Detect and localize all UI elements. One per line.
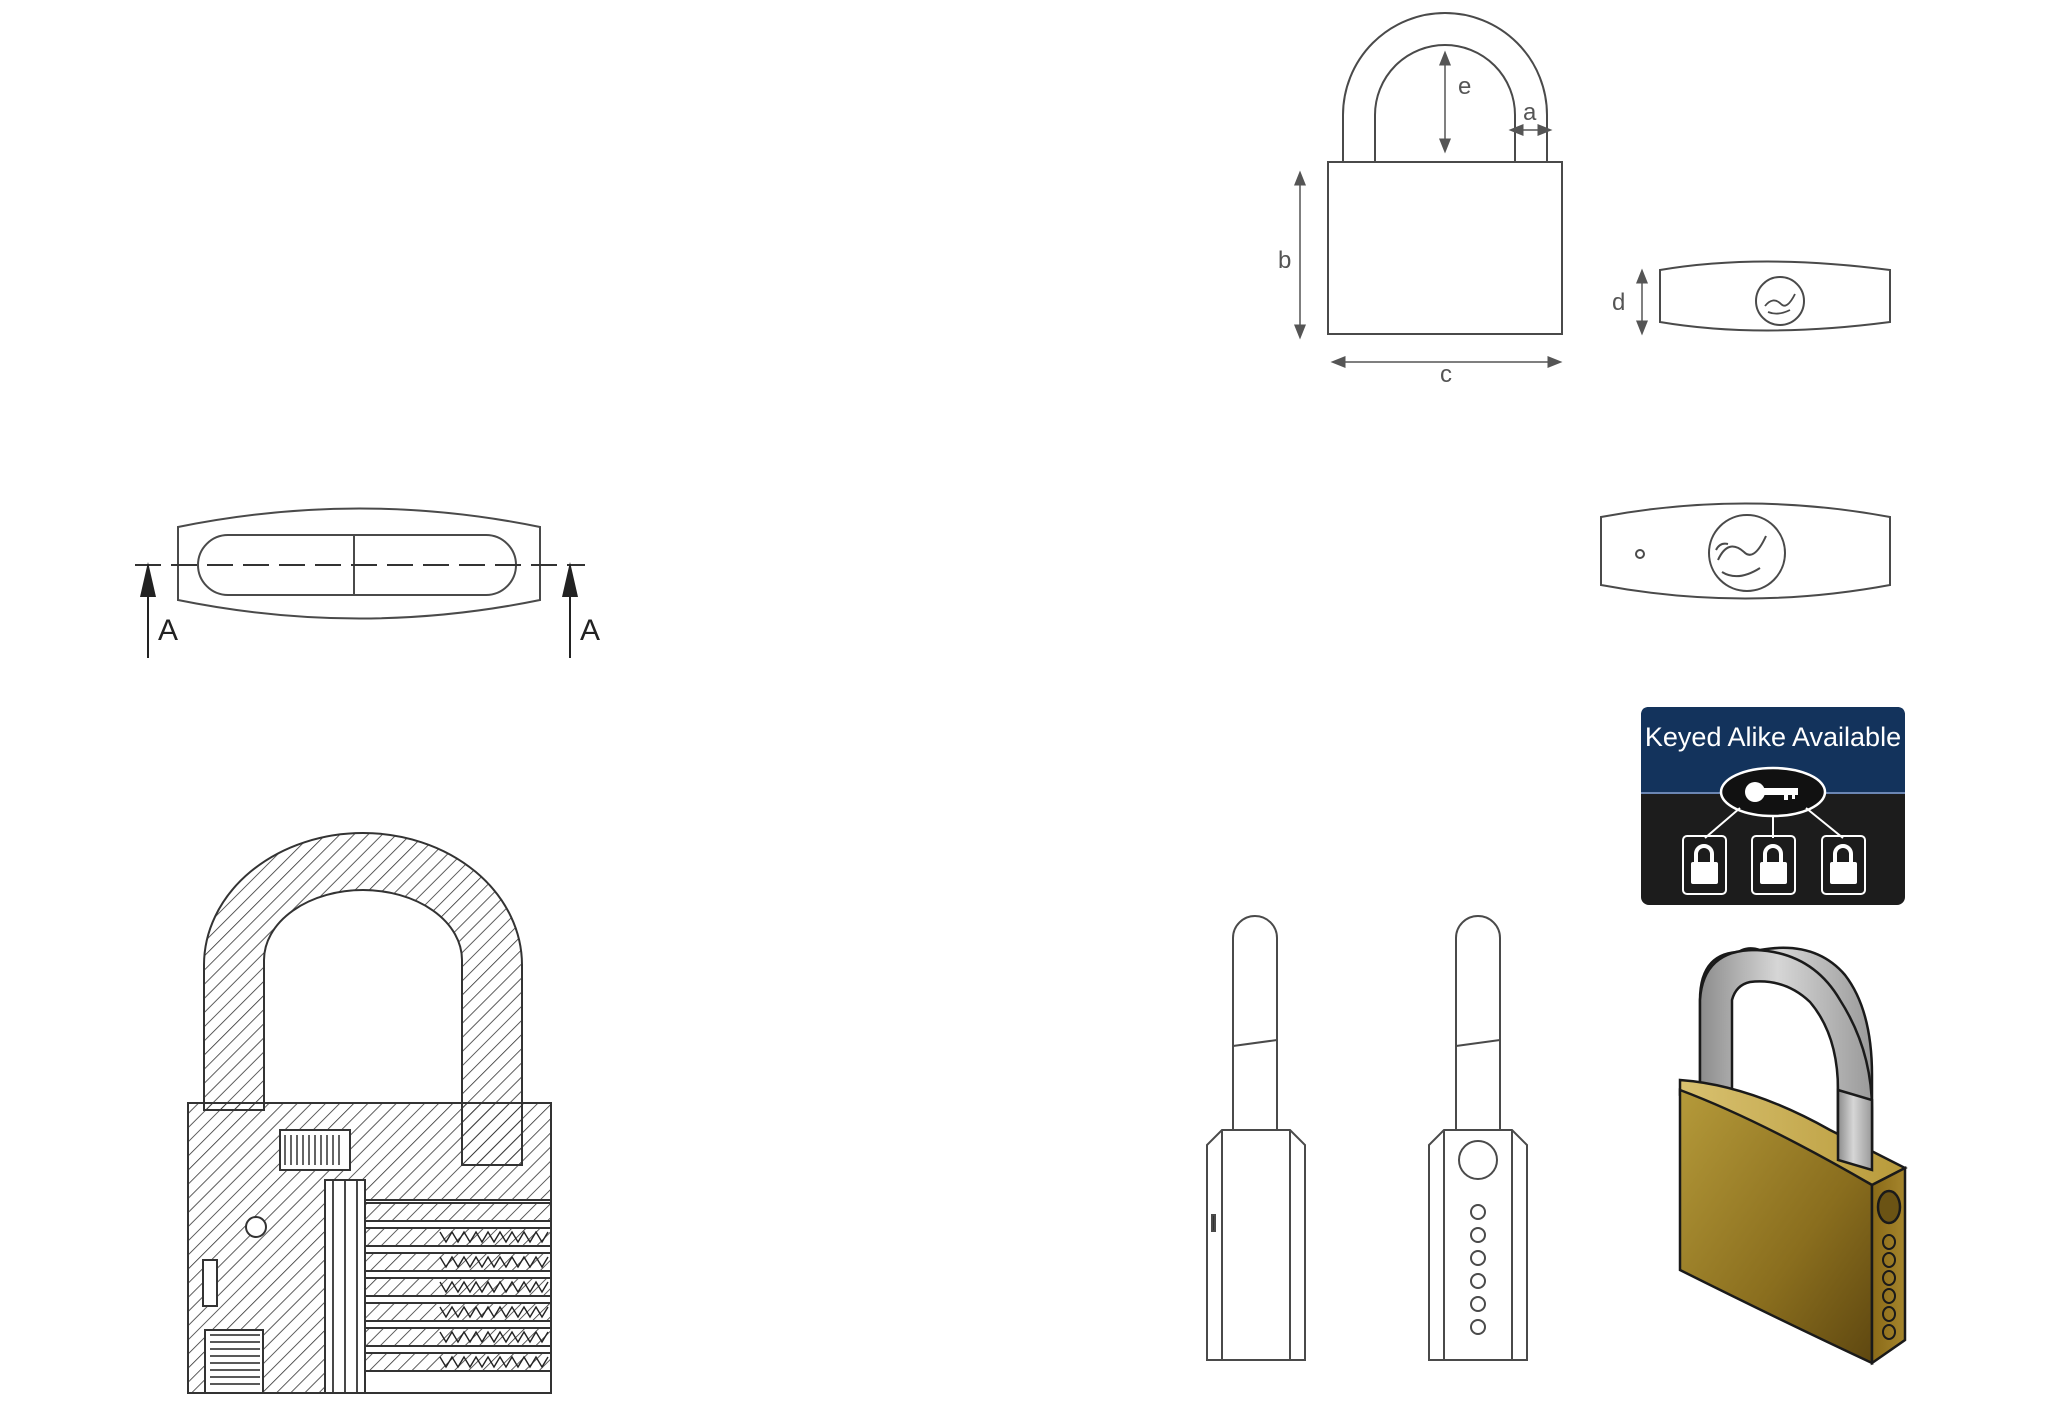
section-plane-view bbox=[135, 507, 585, 658]
cross-section-view bbox=[187, 832, 552, 1394]
dimension-label-e: e bbox=[1458, 73, 1471, 100]
top-view-outline bbox=[1659, 260, 1891, 332]
side-view-left bbox=[1206, 915, 1306, 1361]
plug-core bbox=[332, 1180, 358, 1393]
keyway-circle bbox=[1755, 276, 1805, 326]
isometric-render bbox=[1678, 946, 1908, 1366]
keyway-icon bbox=[1764, 293, 1796, 315]
bottom-view-outline bbox=[1600, 502, 1891, 600]
section-shackle bbox=[203, 832, 523, 1166]
drain-hole bbox=[1635, 549, 1645, 559]
keyed-alike-badge: Keyed Alike Available bbox=[1641, 707, 1905, 905]
badge-title: Keyed Alike Available bbox=[1645, 722, 1901, 752]
pin-springs bbox=[210, 1135, 549, 1385]
dimension-label-c: c bbox=[1440, 361, 1452, 388]
key-to-three-padlocks-icon bbox=[1682, 766, 1866, 895]
iso-keyway bbox=[1876, 1189, 1902, 1225]
shackle-inner-outline bbox=[1374, 44, 1516, 162]
front-view-dimensions bbox=[1294, 12, 1563, 368]
side-shackle-right bbox=[1455, 915, 1501, 1130]
locking-ball bbox=[245, 1216, 267, 1238]
keyway-side bbox=[1458, 1140, 1498, 1180]
iso-code-pins bbox=[1882, 1234, 1896, 1340]
padlock-body-front bbox=[1327, 161, 1563, 335]
dimension-label-b: b bbox=[1278, 247, 1291, 274]
dimension-label-a: a bbox=[1523, 99, 1537, 126]
section-label-left: A bbox=[158, 614, 178, 647]
dimension-label-d: d bbox=[1612, 289, 1625, 316]
side-shackle-left bbox=[1232, 915, 1278, 1130]
side-view-right bbox=[1428, 915, 1528, 1361]
bottom-view bbox=[1600, 502, 1891, 600]
top-view-dimensions bbox=[1636, 260, 1891, 336]
section-label-right: A bbox=[580, 614, 600, 647]
pin-tumbler-stack bbox=[364, 1202, 552, 1372]
keyway-icon-bottom bbox=[1715, 535, 1767, 578]
section-body-outline bbox=[177, 507, 541, 620]
keyway-circle-bottom bbox=[1708, 514, 1786, 592]
shackle-slot bbox=[197, 534, 517, 596]
shackle-outline bbox=[1342, 12, 1548, 162]
